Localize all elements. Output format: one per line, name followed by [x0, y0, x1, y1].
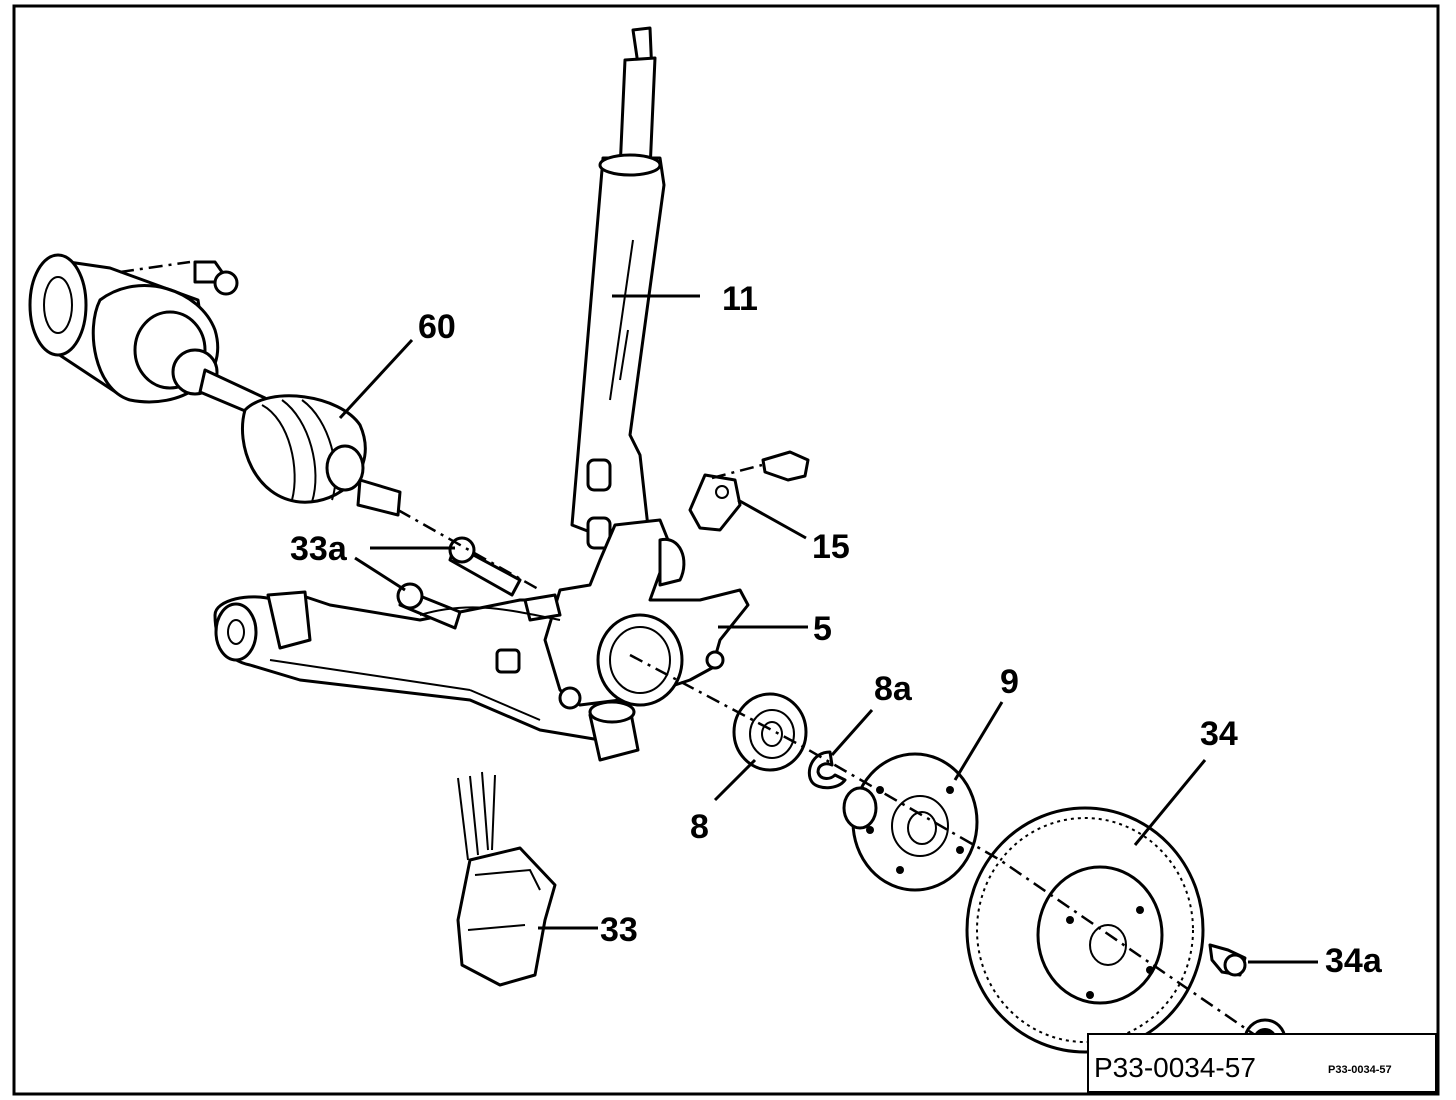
knuckle-bolts	[396, 536, 562, 674]
leader-60	[338, 338, 414, 420]
leader-34	[1133, 759, 1207, 846]
brake-disc	[965, 806, 1205, 1054]
leader-33a-b	[354, 556, 406, 592]
disc-screw	[1208, 943, 1247, 977]
label-11: 11	[722, 280, 758, 318]
ball-joint	[588, 700, 640, 762]
label-60: 60	[418, 308, 456, 346]
steering-knuckle	[543, 518, 750, 710]
label-9: 9	[1000, 663, 1019, 701]
label-8: 8	[690, 808, 709, 846]
label-34: 34	[1200, 715, 1238, 753]
wheel-hub	[842, 752, 979, 892]
label-33a: 33a	[290, 530, 348, 568]
reference-box	[1087, 1033, 1437, 1093]
label-34a: 34a	[1325, 942, 1383, 980]
label-15: 15	[812, 528, 850, 566]
label-8a: 8a	[874, 670, 913, 708]
lower-control-arm	[213, 590, 612, 742]
leader-9	[953, 701, 1004, 781]
wheel-bearing	[732, 692, 808, 772]
driveshaft-nut	[119, 260, 239, 296]
label-5: 5	[813, 610, 832, 648]
label-33: 33	[600, 911, 638, 949]
circlip	[807, 750, 847, 790]
diagram-frame	[12, 4, 1440, 1096]
leader-8a	[830, 709, 874, 756]
leader-15	[737, 498, 807, 540]
reference-code-small: P33-0034-57	[1328, 1064, 1392, 1076]
reference-code: P33-0034-57	[1094, 1052, 1256, 1083]
sensor-bracket	[688, 450, 810, 532]
drive-shaft-assembly	[28, 253, 402, 517]
shock-absorber-strut	[570, 26, 666, 562]
leader-8	[713, 758, 757, 802]
brake-pad-sensor	[456, 771, 557, 987]
